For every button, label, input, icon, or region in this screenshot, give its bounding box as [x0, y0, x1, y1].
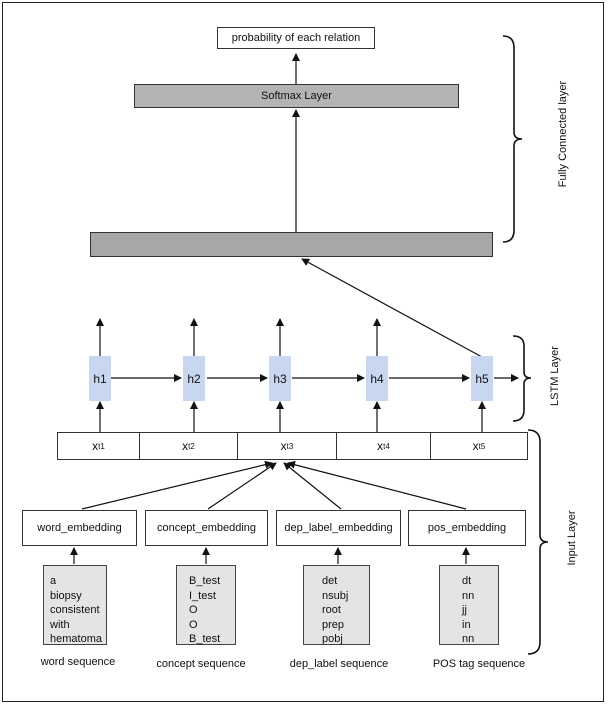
word-sequence-caption: word sequence — [40, 656, 116, 668]
dep-label-sequence-caption: dep_label sequence — [289, 658, 389, 670]
arrow-pos-emb-to-x3 — [287, 460, 467, 510]
sequence-token: nsubj — [322, 589, 349, 602]
input-subscript: t2 — [188, 441, 195, 451]
brace-input — [527, 429, 549, 655]
embedding-label: concept_embedding — [156, 522, 257, 534]
embedding-label: pos_embedding — [427, 522, 507, 534]
sequence-token: B_test — [189, 575, 221, 587]
hidden-state-h5: h5 — [471, 356, 493, 401]
sequence-token: with — [50, 618, 70, 631]
sequence-token: O — [189, 618, 198, 631]
word-embedding-box: word_embedding — [22, 510, 137, 546]
hidden-state-h3: h3 — [269, 356, 291, 401]
softmax-layer: Softmax Layer — [134, 84, 459, 108]
hidden-state-label: h2 — [187, 371, 201, 386]
sequence-token: consistent — [50, 604, 100, 616]
lstm-layer-label: LSTM Layer — [549, 346, 561, 406]
softmax-label: Softmax Layer — [261, 90, 332, 102]
sequence-token: hematoma — [50, 633, 102, 645]
sequence-token: I_test — [189, 589, 216, 602]
hidden-state-label: h1 — [93, 371, 107, 386]
concept-embedding-box: concept_embedding — [145, 510, 268, 546]
sequence-token: B_test — [189, 633, 221, 645]
sequence-token: nn — [462, 589, 475, 602]
word-sequence-box: a biopsy consistent with hematoma — [43, 565, 107, 645]
input-base: x — [377, 439, 384, 453]
embedding-label: dep_label_embedding — [284, 522, 393, 534]
sequence-token: root — [322, 604, 341, 616]
input-base: x — [280, 439, 287, 453]
output-label: probability of each relation — [231, 32, 361, 44]
sequence-token: det — [322, 575, 338, 587]
input-base: x — [92, 439, 99, 453]
input-subscript: t5 — [478, 441, 486, 451]
output-box: probability of each relation — [217, 27, 375, 49]
sequence-token: nn — [462, 633, 475, 645]
pos-embedding-box: pos_embedding — [408, 510, 526, 546]
dep-label-sequence-box: det nsubj root prep pobj — [303, 565, 370, 645]
concept-sequence-box: B_test I_test O O B_test — [176, 565, 236, 645]
input-subscript: t3 — [286, 441, 294, 451]
input-subscript: t4 — [383, 441, 390, 451]
input-base: x — [472, 439, 479, 453]
arrow-h5-to-fc — [301, 258, 483, 358]
sequence-token: dt — [462, 575, 472, 587]
pos-tag-sequence-box: dt nn jj in nn — [439, 565, 499, 645]
sequence-token: pobj — [322, 633, 343, 645]
pos-tag-sequence-caption: POS tag sequence — [432, 658, 526, 670]
hidden-state-label: h5 — [475, 371, 489, 386]
embedding-label: word_embedding — [37, 522, 122, 534]
hidden-state-h2: h2 — [183, 356, 205, 401]
sequence-token: a — [50, 575, 57, 587]
hidden-state-h1: h1 — [89, 356, 111, 401]
hidden-state-h4: h4 — [366, 356, 388, 401]
arrow-word-emb-to-x3 — [81, 460, 273, 510]
input-layer-label: Input Layer — [566, 510, 578, 566]
sequence-token: in — [462, 618, 471, 631]
input-subscript: t1 — [98, 441, 105, 451]
brace-lstm — [512, 335, 532, 422]
arrow-concept-emb-to-x3 — [207, 462, 277, 510]
sequence-token: jj — [462, 604, 467, 616]
dep-label-embedding-box: dep_label_embedding — [276, 510, 401, 546]
sequence-token: prep — [322, 618, 345, 631]
input-base: x — [182, 439, 189, 453]
sequence-token: biopsy — [50, 589, 82, 602]
brace-fully-connected — [502, 35, 523, 243]
arrow-dep-emb-to-x3 — [283, 462, 342, 510]
concept-sequence-caption: concept sequence — [156, 658, 246, 670]
hidden-state-label: h3 — [273, 371, 287, 386]
sequence-token: O — [189, 604, 198, 616]
fully-connected-bar — [90, 232, 493, 257]
fully-connected-layer-label: Fully Connected layer — [557, 80, 569, 188]
hidden-state-label: h4 — [370, 371, 384, 386]
